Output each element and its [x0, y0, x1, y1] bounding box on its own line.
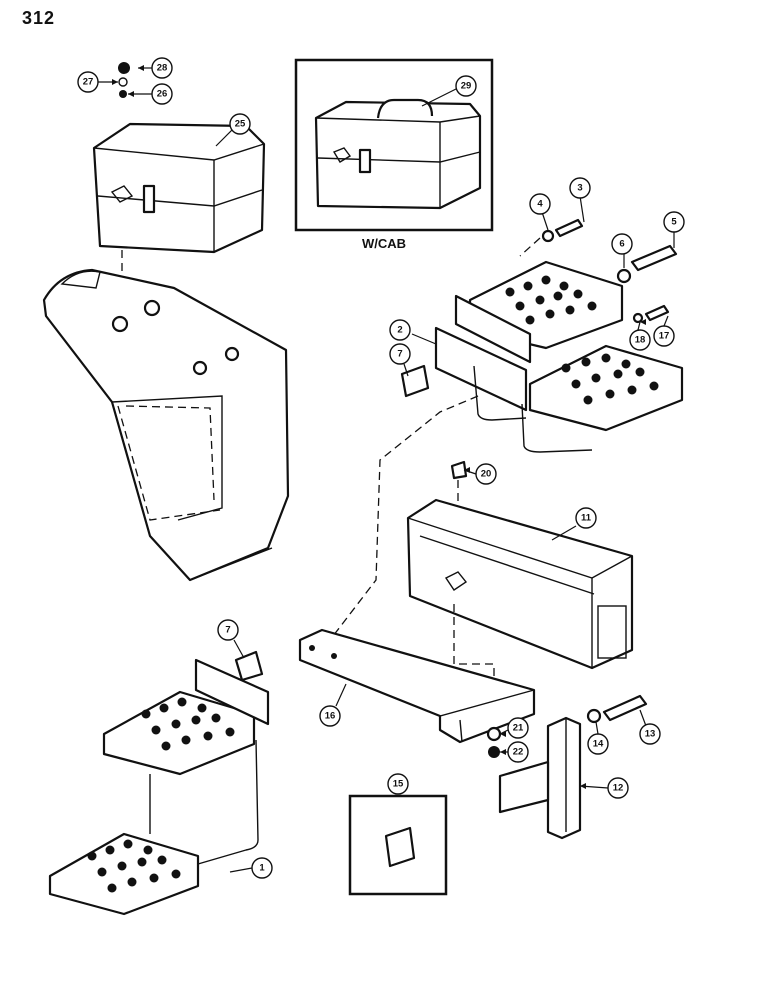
bolt-part-17 [644, 304, 670, 322]
callout-part-11: 11 [575, 507, 597, 529]
callout-label: 25 [235, 119, 246, 130]
callout-part-3: 3 [569, 177, 591, 199]
callout-part-26: 26 [151, 83, 173, 105]
callout-part-17: 17 [653, 325, 675, 347]
callout-part-7-lower: 7 [217, 619, 239, 641]
spacer-part-15 [384, 826, 416, 868]
callout-label: 17 [659, 331, 670, 342]
callout-part-25: 25 [229, 113, 251, 135]
arrowheads [112, 65, 646, 789]
washer-part-4 [541, 229, 555, 243]
callout-label: 3 [577, 183, 582, 194]
lock-washer-part-27 [118, 77, 128, 87]
callout-label: 27 [83, 77, 94, 88]
callout-part-12: 12 [607, 777, 629, 799]
cab-tool-box-drawing [314, 98, 482, 210]
callout-part-2: 2 [389, 319, 411, 341]
bolt-part-3 [554, 218, 584, 238]
callout-label: 22 [513, 747, 524, 758]
callout-part-27: 27 [77, 71, 99, 93]
bracket-part-12-drawing [498, 716, 582, 840]
callout-label: 4 [537, 199, 543, 210]
callout-part-16: 16 [319, 705, 341, 727]
callout-part-1: 1 [251, 857, 273, 879]
callout-label: 6 [619, 239, 624, 250]
callout-label: 15 [393, 779, 404, 790]
callout-label: 7 [397, 349, 402, 360]
callout-label: 26 [157, 89, 168, 100]
callout-part-28: 28 [151, 57, 173, 79]
washer-part-26 [119, 90, 127, 98]
washer-part-6 [616, 268, 632, 284]
callout-label: 18 [635, 335, 646, 346]
callout-label: 13 [645, 729, 656, 740]
washer-part-14 [586, 708, 602, 724]
lower-step-assembly-drawing [48, 650, 270, 916]
tank-body-drawing [42, 268, 290, 582]
callout-part-5: 5 [663, 211, 685, 233]
spacer-part-7-lower [234, 650, 264, 682]
tool-box-drawing [92, 122, 266, 254]
callout-label: 14 [593, 739, 604, 750]
callout-part-29: 29 [455, 75, 477, 97]
spacer-inset-frame [348, 794, 448, 896]
callout-part-6: 6 [611, 233, 633, 255]
page-number: 312 [22, 8, 56, 28]
callout-label: 20 [481, 469, 492, 480]
callout-label: 16 [325, 711, 336, 722]
callout-label: 12 [613, 783, 624, 794]
screw-part-20 [450, 460, 468, 480]
callout-label: 11 [581, 513, 592, 524]
callout-label: 2 [397, 325, 402, 336]
callout-part-15: 15 [387, 773, 409, 795]
callout-label: 21 [513, 723, 524, 734]
callout-part-7-upper: 7 [389, 343, 411, 365]
step-holes-upper [505, 275, 659, 405]
callout-part-21: 21 [507, 717, 529, 739]
callout-part-18: 18 [629, 329, 651, 351]
washer-part-21 [486, 726, 502, 742]
step-holes-lower [87, 697, 235, 893]
nut-part-22 [488, 746, 500, 758]
washer-part-18 [632, 312, 644, 324]
callout-part-20: 20 [475, 463, 497, 485]
bolt-part-13 [602, 694, 648, 722]
nut-part-28 [118, 62, 130, 74]
callout-label: 1 [259, 863, 265, 874]
callout-part-13: 13 [639, 723, 661, 745]
callout-label: 5 [671, 217, 677, 228]
inset-frame [294, 58, 494, 232]
spacer-part-7-upper [400, 364, 430, 398]
inset-caption: W/CAB [362, 236, 407, 251]
upper-step-assembly-drawing [434, 260, 684, 453]
bracket-part-16-drawing [298, 628, 536, 744]
tool-box-long-drawing [406, 498, 634, 670]
callout-label: 28 [157, 63, 168, 74]
callout-part-4: 4 [529, 193, 551, 215]
bolt-part-5 [630, 244, 678, 272]
callout-part-22: 22 [507, 741, 529, 763]
callout-part-14: 14 [587, 733, 609, 755]
callout-label: 7 [225, 625, 230, 636]
callout-label: 29 [461, 81, 472, 92]
